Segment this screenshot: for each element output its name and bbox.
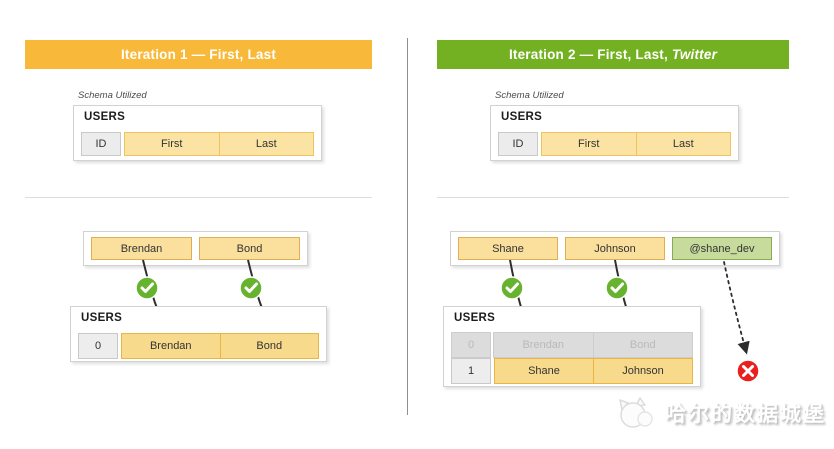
cat-logo-icon [619,397,653,428]
watermark-text: 哈尔的数据城堡 [665,403,826,426]
column-id: ID [81,132,121,156]
section-separator [437,197,789,198]
panel-iteration-1: Iteration 1 — First, Last Schema Utilize… [25,40,372,362]
row-first-cell: Brendan [121,333,221,359]
row-first-cell: Shane [494,358,594,384]
schema-header-row: ID First Last [498,132,731,156]
table-row-existing: 0 Brendan Bond [451,332,693,358]
schema-utilized-label: Schema Utilized [78,90,147,101]
input-twitter-value: @shane_dev [672,237,772,260]
column-id: ID [498,132,538,156]
column-first: First [541,132,637,156]
column-last: Last [635,132,731,156]
banner-title: Iteration 1 — First, Last [120,47,277,62]
iteration-2-banner: Iteration 2 — First, Last, Twitter [437,40,789,69]
input-first-value: Brendan [91,237,192,260]
table-row-inserted: 0 Brendan Bond [78,333,319,359]
rejected-arrow-twitter [723,261,750,355]
input-first-value: Shane [458,237,558,260]
schema-table: USERS ID First Last [490,105,739,161]
table-name: USERS [84,111,126,123]
table-name: USERS [501,111,543,123]
iteration-1-banner: Iteration 1 — First, Last [25,40,372,69]
table-name: USERS [81,312,123,324]
row-last-cell: Bond [592,332,693,358]
checkmark-icon [500,276,524,300]
watermark: 哈尔的数据城堡 [612,392,826,434]
column-first: First [124,132,220,156]
input-values-box: Brendan Bond [83,231,308,266]
input-values-box: Shane Johnson @shane_dev [450,231,780,266]
panel-iteration-2: Iteration 2 — First, Last, Twitter Schem… [417,0,834,449]
banner-title-italic: Twitter [671,47,718,62]
row-id-cell: 1 [451,358,491,384]
row-last-cell: Bond [219,333,319,359]
input-last-value: Bond [199,237,300,260]
banner-title: Iteration 2 — First, Last, [508,47,672,62]
column-last: Last [218,132,314,156]
error-x-icon [736,359,760,383]
row-last-cell: Johnson [593,358,693,384]
row-id-cell: 0 [451,332,491,358]
input-last-value: Johnson [565,237,665,260]
row-id-cell: 0 [78,333,118,359]
checkmark-icon [605,276,629,300]
schema-utilized-label: Schema Utilized [495,90,564,101]
table-row-inserted: 1 Shane Johnson [451,358,693,384]
schema-header-row: ID First Last [81,132,314,156]
checkmark-icon [239,276,263,300]
schema-table: USERS ID First Last [73,105,322,161]
result-table: USERS 0 Brendan Bond 1 Shane Johnson [443,306,701,387]
checkmark-icon [135,276,159,300]
table-name: USERS [454,312,496,324]
row-first-cell: Brendan [493,332,594,358]
panel-divider [407,38,408,415]
result-table: USERS 0 Brendan Bond [70,306,327,362]
section-separator [25,197,372,198]
